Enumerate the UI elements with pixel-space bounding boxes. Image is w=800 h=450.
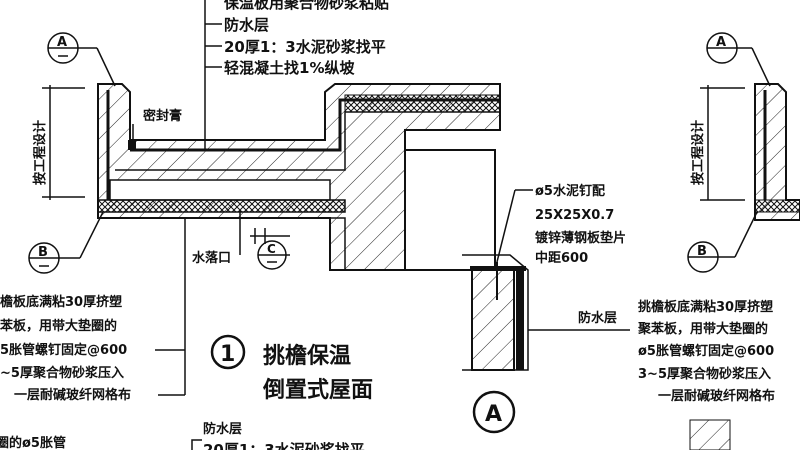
detail-a-section [462, 254, 529, 371]
top-label-1: 防水层 [224, 16, 269, 34]
left-label-1: 苯板，用带大垫圈的 [0, 318, 117, 334]
sealant [128, 140, 136, 150]
top-label-3: 轻混凝土找1%纵坡 [224, 59, 354, 77]
right-label-2: ø5胀管螺钉固定@600 [638, 343, 774, 359]
right-label-1: 聚苯板，用带大垫圈的 [637, 321, 768, 337]
svg-text:A: A [716, 35, 726, 50]
svg-text:C: C [267, 242, 276, 256]
nail-label-0: ø5水泥钉配 [535, 183, 605, 199]
top-label-0: 保温板用聚合物砂浆粘贴 [223, 0, 389, 12]
right-eave-section: A B 按工程设计 [687, 32, 800, 450]
sealant-label: 密封膏 [142, 108, 182, 124]
right-label-3: 3~5厚聚合物砂浆压入 [638, 366, 771, 382]
top-label-2: 20厚1：3水泥砂浆找平 [224, 38, 386, 56]
bottom-left-partial: 圈的ø5胀管 [0, 435, 66, 450]
dimension-label: 按工程设计 [32, 120, 48, 185]
bottom-label-0: 防水层 [203, 421, 242, 437]
marker-c[interactable]: C [250, 228, 290, 270]
marker-a[interactable]: A [47, 32, 116, 87]
bottom-label-1: 20厚1：3水泥砂浆找平 [203, 441, 365, 450]
svg-text:B: B [38, 245, 48, 260]
title-line2: 倒置式屋面 [262, 378, 373, 403]
left-label-2: 5胀管螺钉固定@600 [0, 342, 127, 358]
detail-a-marker: A [472, 390, 516, 434]
svg-text:按工程设计: 按工程设计 [690, 120, 706, 185]
left-label-3: ~5厚聚合物砂浆压入 [0, 365, 124, 381]
right-label-4: 一层耐碱玻纤网格布 [658, 388, 775, 404]
title-number-circle [210, 334, 246, 370]
nail-label-1: 25X25X0.7 [535, 208, 614, 223]
eave-section [97, 83, 501, 271]
detail-a-waterproof-label: 防水层 [578, 310, 617, 326]
marker-b[interactable]: B [28, 211, 104, 274]
svg-text:B: B [697, 244, 707, 259]
title-number: 1 [220, 342, 235, 367]
title-line1: 挑檐保温 [263, 343, 351, 369]
svg-text:A: A [485, 402, 502, 427]
drain-label: 水落口 [192, 250, 231, 266]
left-label-0: 檐板底满粘30厚挤塑 [0, 294, 122, 310]
right-label-0: 挑檐板底满粘30厚挤塑 [638, 299, 773, 315]
svg-text:A: A [57, 35, 67, 50]
nail-label-2: 镀锌薄钢板垫片 [535, 230, 626, 246]
left-label-4: 一层耐碱玻纤网格布 [14, 387, 131, 403]
nail-label-3: 中距600 [535, 250, 588, 266]
